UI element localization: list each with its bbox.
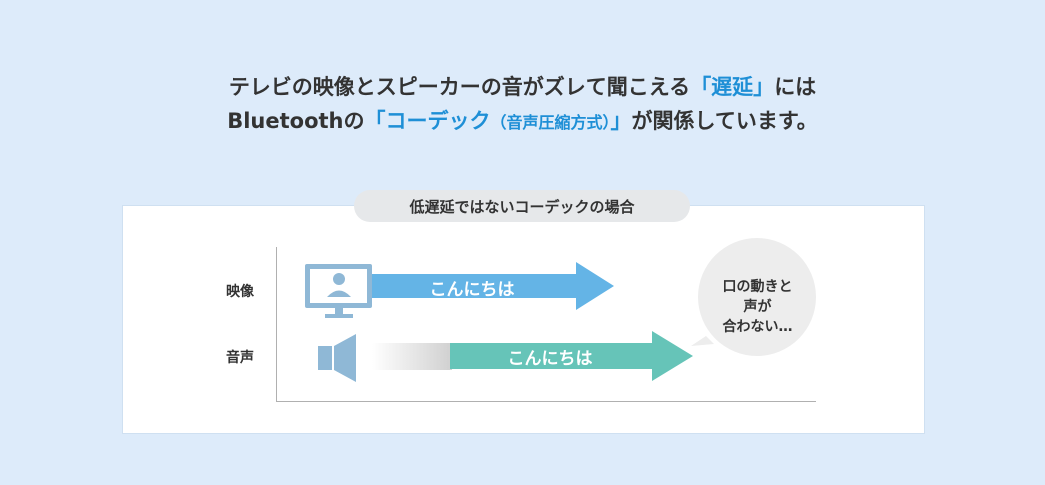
headline-line-2: Bluetoothの「コーデック（音声圧縮方式）」が関係しています。 (0, 104, 1045, 140)
bubble-line: 声が (743, 299, 772, 315)
row-label-audio: 音声 (226, 350, 254, 366)
headline-highlight-close: 」 (610, 109, 632, 133)
diagram-caption: 低遅延ではないコーデックの場合 (354, 190, 690, 222)
row-label-video: 映像 (226, 284, 254, 300)
audio-arrow-label: こんにちは (507, 349, 593, 369)
headline-highlight-codec-note: （音声圧縮方式） (490, 113, 611, 132)
delay-gap (372, 343, 452, 370)
speaker-icon (318, 334, 356, 382)
headline: テレビの映像とスピーカーの音がズレて聞こえる「遅延」には Bluetoothの「… (0, 70, 1045, 140)
bubble-line: 口の動きと (722, 279, 793, 295)
headline-text: テレビの映像とスピーカーの音がズレて聞こえる (228, 75, 691, 99)
video-arrow-label: こんにちは (429, 280, 515, 300)
headline-highlight-codec: 「コーデック (364, 109, 491, 133)
headline-text: には (774, 75, 817, 99)
axis-vertical (276, 247, 277, 402)
axis-horizontal (276, 401, 816, 402)
headline-line-1: テレビの映像とスピーカーの音がズレて聞こえる「遅延」には (0, 70, 1045, 104)
audio-arrow (450, 331, 693, 381)
headline-highlight-delay: 「遅延」 (690, 75, 775, 99)
headline-text: Bluetoothの (227, 109, 365, 133)
headline-text: が関係しています。 (631, 109, 818, 133)
speech-bubble (691, 238, 816, 356)
tv-monitor-icon (305, 264, 372, 318)
speech-bubble-text: 口の動きと 声が 合わない… (700, 277, 815, 337)
video-arrow (372, 262, 614, 310)
bubble-line: 合わない… (722, 319, 793, 335)
